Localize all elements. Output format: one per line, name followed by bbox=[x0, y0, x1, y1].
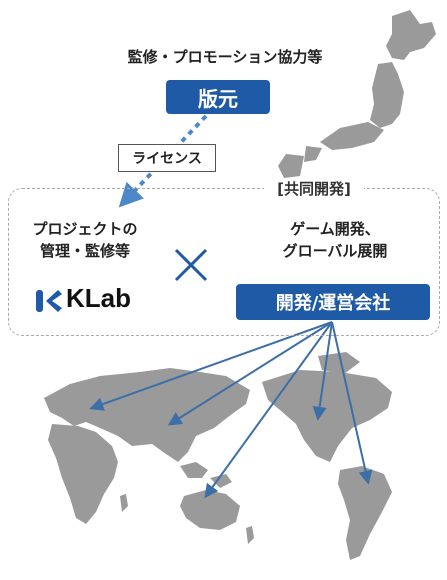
dev-role-line-1: ゲーム開発、 bbox=[290, 220, 380, 238]
global-arrows bbox=[89, 321, 373, 499]
arrow-to-north-america bbox=[312, 321, 333, 421]
dev-role-description: ゲーム開発、 グローバル展開 bbox=[240, 218, 430, 262]
klab-logo bbox=[34, 284, 154, 318]
dev-role-line-2: グローバル展開 bbox=[282, 242, 388, 260]
arrow-to-asia bbox=[167, 321, 333, 426]
cross-icon bbox=[174, 248, 208, 282]
dev-company-box: 開発/運営会社 bbox=[236, 284, 430, 320]
license-label: ライセンス bbox=[132, 151, 202, 167]
klab-logo-icon bbox=[36, 290, 62, 312]
license-box: ライセンス bbox=[118, 144, 216, 172]
world-map bbox=[44, 352, 392, 560]
klab-logo-text: KLab bbox=[66, 283, 131, 313]
supervision-note: 監修・プロモーション協力等 bbox=[127, 48, 323, 66]
klab-role-line-2: 管理・監修等 bbox=[39, 242, 130, 260]
arrow-to-europe bbox=[89, 321, 333, 411]
arrow-to-south-america bbox=[331, 321, 373, 485]
japan-map bbox=[278, 10, 436, 178]
joint-development-label: [共同開発] bbox=[264, 178, 364, 200]
klab-role-description: プロジェクトの 管理・監修等 bbox=[20, 218, 150, 262]
arrow-to-oceania bbox=[204, 321, 333, 499]
publisher-box: 版元 bbox=[166, 80, 270, 114]
klab-role-line-1: プロジェクトの bbox=[32, 220, 138, 238]
publisher-label: 版元 bbox=[198, 86, 238, 111]
dev-company-label: 開発/運営会社 bbox=[275, 293, 391, 314]
joint-development-frame bbox=[8, 188, 440, 336]
